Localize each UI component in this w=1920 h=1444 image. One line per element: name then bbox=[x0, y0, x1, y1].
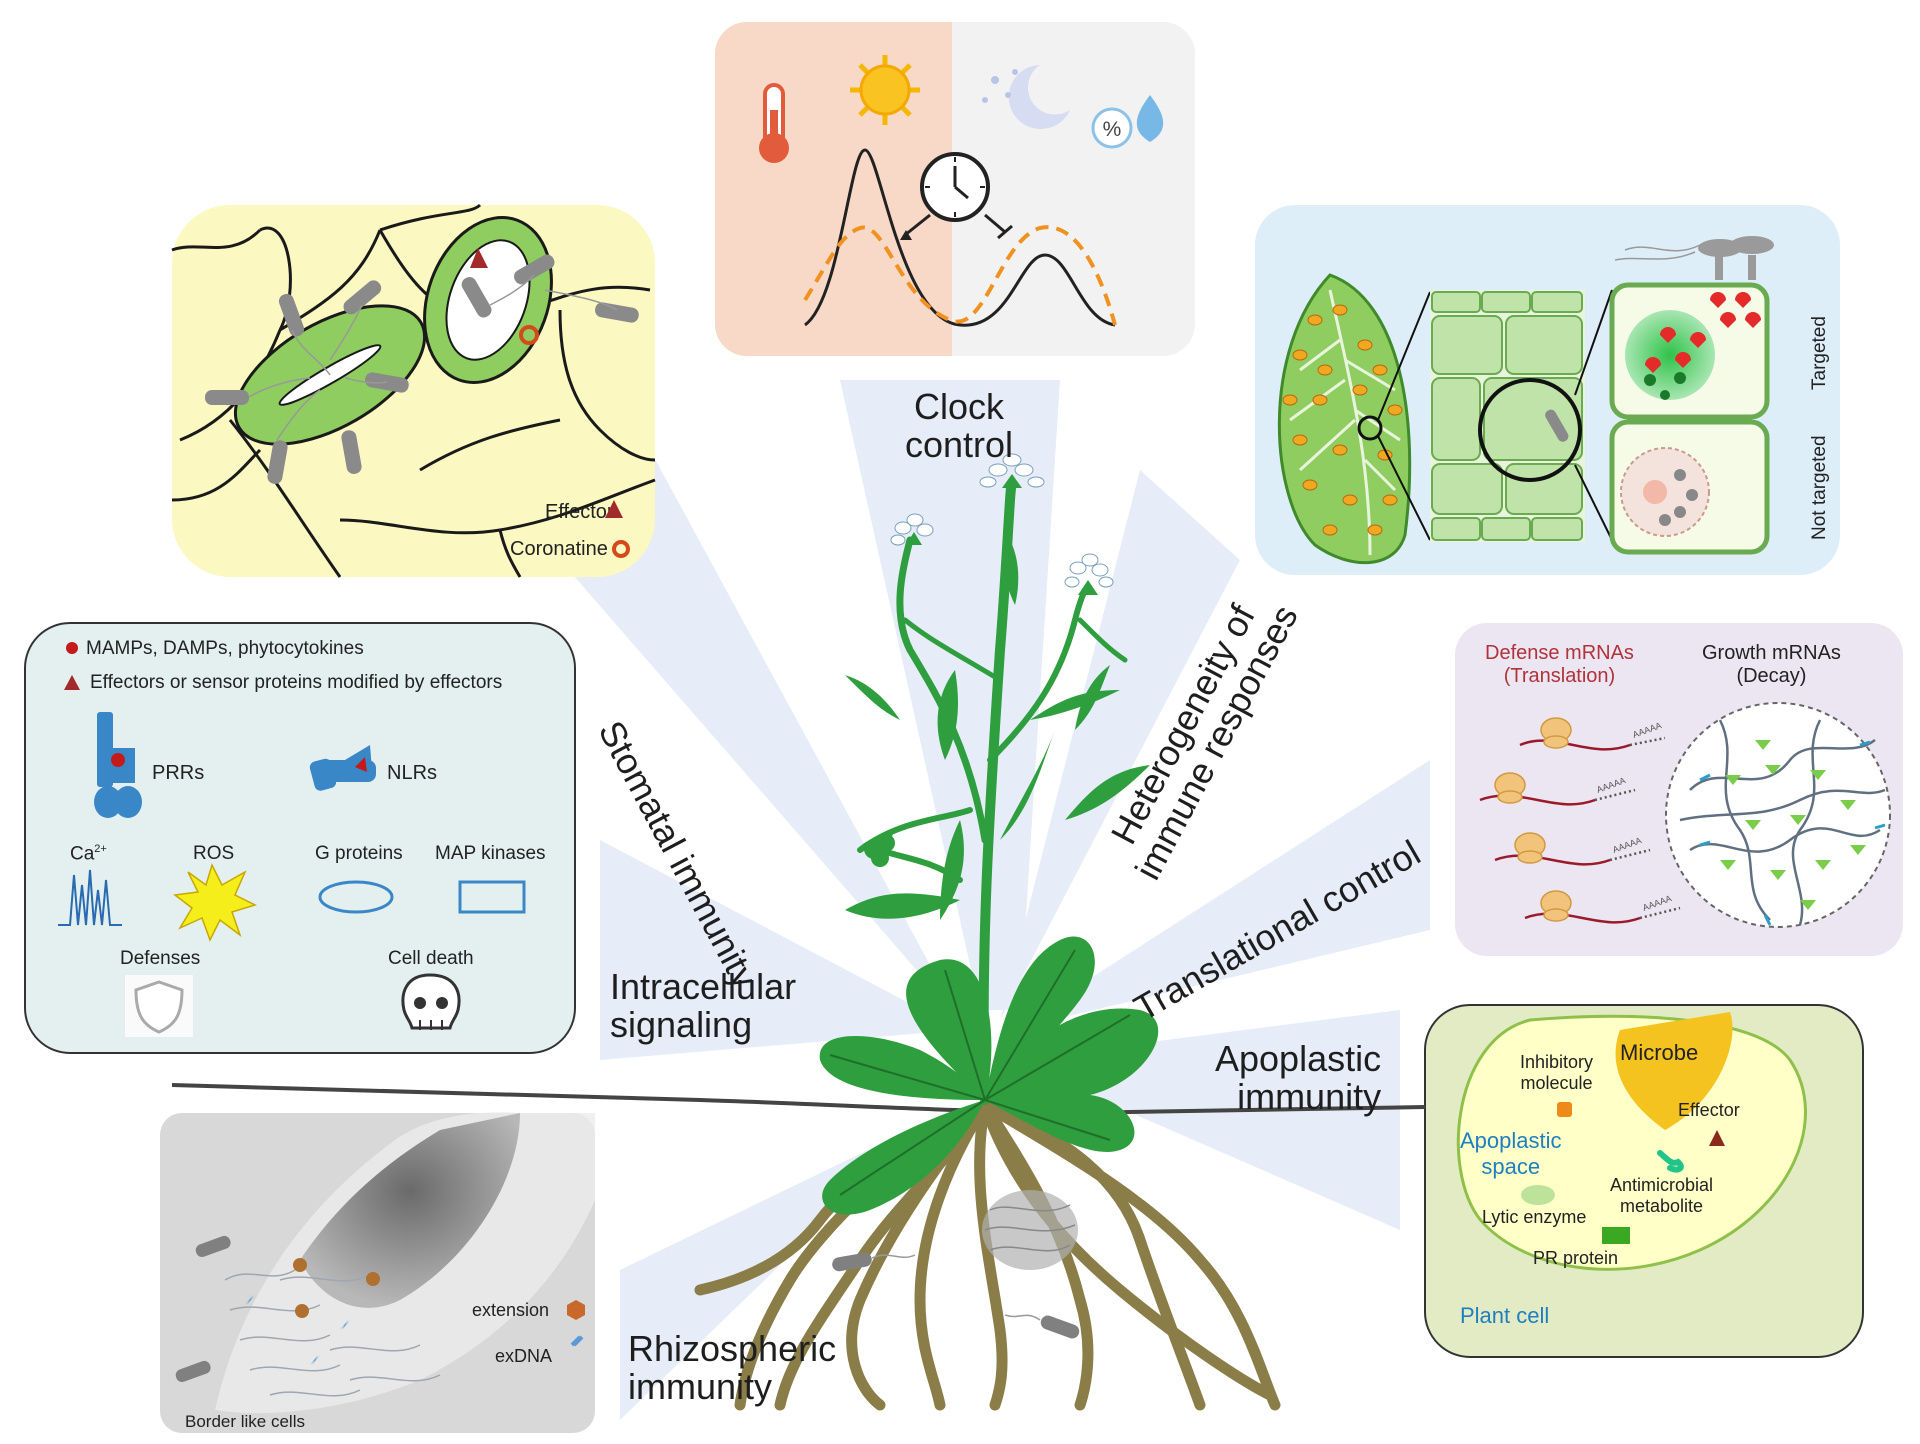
cell-grid bbox=[1430, 290, 1585, 542]
label-antimicrobial-metabolite: Antimicrobial metabolite bbox=[1610, 1175, 1714, 1216]
root-bacteria bbox=[832, 1190, 1080, 1339]
clock-inhibit bbox=[984, 213, 1006, 234]
skull-icon bbox=[401, 973, 461, 1030]
g-protein-icon bbox=[318, 880, 394, 914]
legend-calcium: Ca2+ bbox=[70, 843, 107, 865]
flowers bbox=[890, 453, 1114, 595]
label-plant-cell: Plant cell bbox=[1460, 1303, 1550, 1328]
clock-icon bbox=[920, 152, 990, 222]
label-inhibitory-molecule: Inhibitory molecule bbox=[1520, 1052, 1594, 1093]
mamp-dot-icon bbox=[66, 642, 78, 654]
legend-g-proteins: G proteins bbox=[315, 843, 403, 864]
category-clock-control: Clock control bbox=[905, 386, 1014, 465]
legend-map-kinases: MAP kinases bbox=[435, 843, 546, 864]
targeted-cell bbox=[1609, 282, 1770, 420]
clock-curve-dashed bbox=[803, 225, 1117, 326]
legend-prrs: PRRs bbox=[152, 762, 205, 784]
extension-icon bbox=[567, 1300, 585, 1320]
shield-icon bbox=[125, 975, 193, 1037]
root-panel bbox=[160, 1112, 595, 1433]
leaf-icon bbox=[1277, 273, 1412, 565]
label-targeted: Targeted bbox=[1809, 316, 1830, 390]
stomata-panel: Effector Coronatine bbox=[171, 203, 656, 578]
legend-calcium-text: Ca bbox=[70, 843, 95, 865]
effector-icon bbox=[605, 500, 623, 518]
label-extension: extension bbox=[472, 1300, 550, 1320]
label-not-targeted: Not targeted bbox=[1809, 435, 1830, 540]
label-coronatine: Coronatine bbox=[510, 538, 608, 560]
ros-burst-icon bbox=[173, 862, 258, 942]
coronatine-icon bbox=[612, 540, 630, 558]
legend-ros: ROS bbox=[193, 843, 235, 864]
prr-icon bbox=[94, 712, 142, 818]
clock-arrow bbox=[904, 213, 931, 237]
nlr-icon bbox=[309, 745, 376, 791]
label-apoplastic-space: Apoplastic space bbox=[1460, 1128, 1562, 1179]
legend-effectors: Effectors or sensor proteins modified by… bbox=[90, 672, 503, 693]
label-exdna: exDNA bbox=[495, 1346, 553, 1366]
humidity-symbol: % bbox=[1103, 118, 1122, 141]
antimicrobial-icon bbox=[1657, 1150, 1684, 1173]
humidity-icon: % bbox=[1091, 95, 1164, 149]
stoma-open bbox=[423, 216, 553, 384]
microbe-shape bbox=[1615, 1012, 1733, 1130]
legend-nlrs: NLRs bbox=[387, 762, 438, 784]
exdna-icon bbox=[570, 1335, 584, 1347]
clock-panel: % bbox=[715, 22, 1195, 356]
p-body-granule bbox=[1665, 702, 1891, 928]
apoplast-panel bbox=[1424, 1004, 1864, 1358]
effector-triangle-icon bbox=[64, 675, 80, 690]
category-apoplastic-immunity: Apoplastic immunity bbox=[1215, 1038, 1382, 1117]
plant bbox=[819, 453, 1159, 1215]
legend-defenses: Defenses bbox=[120, 948, 201, 969]
calcium-spikes-icon bbox=[58, 869, 122, 926]
apoplast-effector-icon bbox=[1709, 1130, 1725, 1146]
translation-panel bbox=[1455, 623, 1903, 956]
label-lytic-enzyme: Lytic enzyme bbox=[1482, 1207, 1587, 1227]
inhibitory-molecule-icon bbox=[1557, 1102, 1572, 1117]
bacteria bbox=[205, 254, 639, 484]
category-rhizospheric-immunity: Rhizospheric immunity bbox=[628, 1328, 837, 1407]
lytic-enzyme-icon bbox=[1521, 1185, 1555, 1205]
untargeted-cell bbox=[1609, 419, 1770, 555]
label-effector: Effector bbox=[545, 501, 614, 523]
defense-mrnas-title: Defense mRNAs (Translation) bbox=[1485, 642, 1634, 687]
label-pr-protein: PR protein bbox=[1533, 1248, 1619, 1268]
legend-mamps: MAMPs, DAMPs, phytocytokines bbox=[86, 638, 364, 659]
growth-mrnas-title: Growth mRNAs (Decay) bbox=[1702, 642, 1841, 687]
map-kinase-icon bbox=[458, 880, 526, 914]
category-intracellular-signaling: Intracellular signaling bbox=[610, 966, 797, 1045]
rosette-leaves bbox=[819, 936, 1159, 1215]
label-apoplast-effector: Effector bbox=[1678, 1100, 1740, 1120]
ground-line bbox=[171, 1083, 1426, 1115]
label-border-cells: Border like cells bbox=[185, 1412, 305, 1431]
mrna-strands bbox=[1479, 736, 1681, 924]
pr-protein-icon bbox=[1602, 1227, 1630, 1244]
bacteria-cluster bbox=[1614, 236, 1774, 280]
label-microbe: Microbe bbox=[1620, 1040, 1699, 1065]
ribosomes bbox=[1494, 717, 1572, 922]
legend-cell-death: Cell death bbox=[388, 948, 474, 969]
heterogeneity-panel: Targeted Not targeted bbox=[1255, 205, 1840, 575]
moon-icon bbox=[982, 65, 1070, 129]
thermometer-icon bbox=[759, 83, 789, 163]
signaling-legend-panel bbox=[24, 622, 576, 1054]
legend-calcium-sup: 2+ bbox=[94, 843, 107, 855]
plant-cell-shape bbox=[1456, 1014, 1807, 1271]
sun-icon bbox=[850, 55, 920, 125]
